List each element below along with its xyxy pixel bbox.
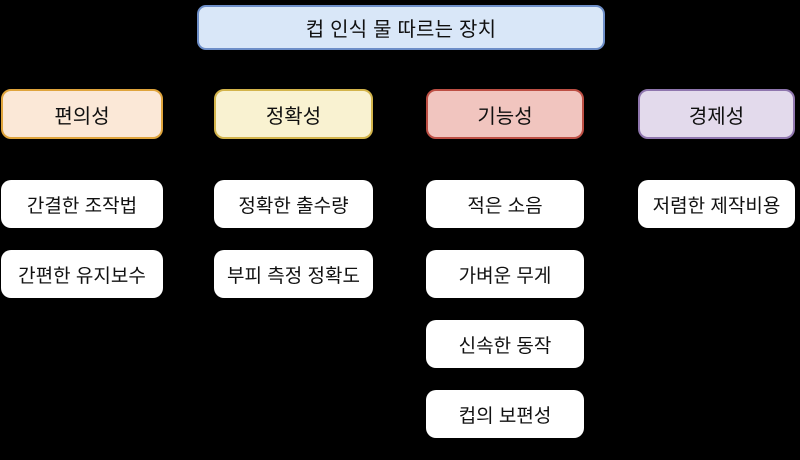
leaf-node-label: 저렴한 제작비용 [652,195,781,217]
leaf-node[interactable]: 부피 측정 정확도 [214,250,373,298]
branch-header-functionality[interactable]: 기능성 [426,89,584,139]
branch-header-convenience[interactable]: 편의성 [1,89,163,139]
leaf-node-label: 신속한 동작 [458,335,552,357]
leaf-node[interactable]: 컵의 보편성 [426,390,584,438]
leaf-node-label: 정확한 출수량 [238,195,349,217]
leaf-node[interactable]: 간편한 유지보수 [1,250,163,298]
root-node-label: 컵 인식 물 따르는 장치 [305,19,497,41]
root-node[interactable]: 컵 인식 물 따르는 장치 [197,5,605,50]
branch-header-label: 기능성 [477,105,533,128]
leaf-node-label: 가벼운 무게 [458,265,552,287]
leaf-node[interactable]: 간결한 조작법 [1,180,163,228]
leaf-node-label: 적은 소음 [467,195,543,217]
branch-header-label: 경제성 [688,105,745,128]
branch-header-label: 정확성 [265,105,322,128]
branch-header-accuracy[interactable]: 정확성 [214,89,373,139]
leaf-node-label: 간결한 조작법 [26,195,138,217]
leaf-node[interactable]: 적은 소음 [426,180,584,228]
leaf-node[interactable]: 정확한 출수량 [214,180,373,228]
branch-header-label: 편의성 [54,105,110,128]
leaf-node-label: 부피 측정 정확도 [227,265,360,287]
branch-header-economy[interactable]: 경제성 [638,89,795,139]
leaf-node-label: 간편한 유지보수 [18,265,146,287]
leaf-node-label: 컵의 보편성 [458,405,552,427]
leaf-node[interactable]: 신속한 동작 [426,320,584,368]
leaf-node[interactable]: 가벼운 무게 [426,250,584,298]
leaf-node[interactable]: 저렴한 제작비용 [638,180,795,228]
